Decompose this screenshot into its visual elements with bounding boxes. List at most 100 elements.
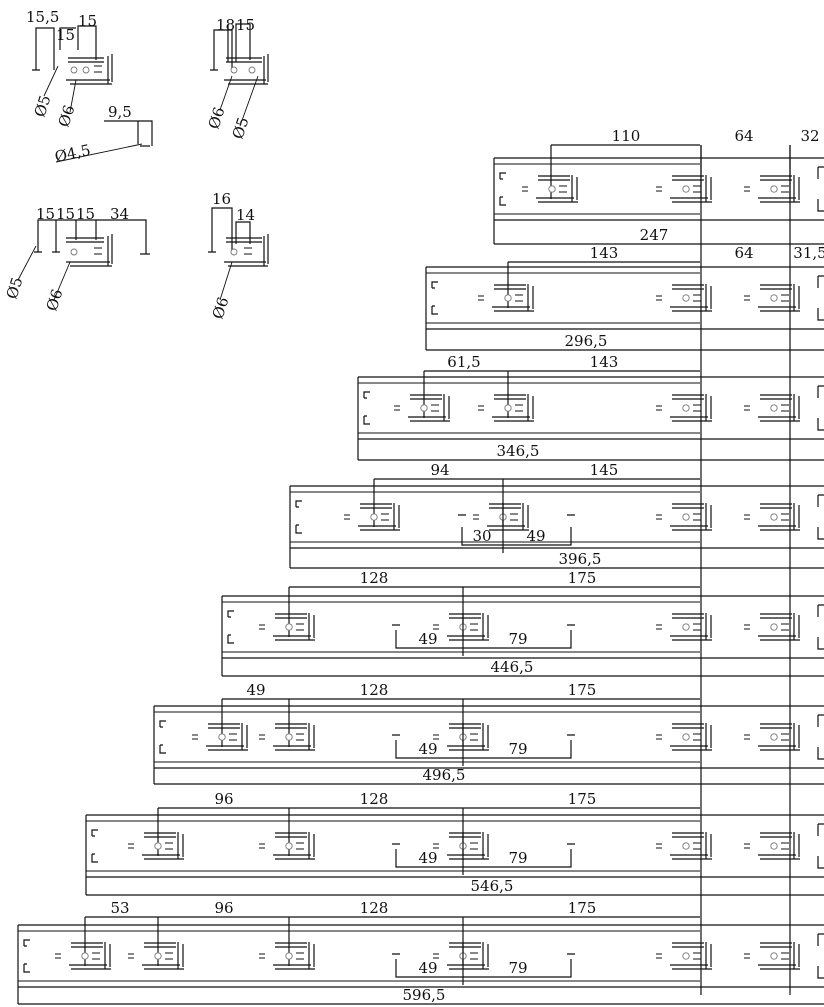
top-dim-label: 96: [214, 790, 233, 808]
end-cap: [159, 720, 166, 754]
rail-outline: [289, 485, 824, 568]
slot-mark: [470, 623, 478, 631]
rail-outline: [425, 266, 824, 350]
end-cap: [363, 391, 370, 425]
top-dim-label: 64: [734, 127, 753, 145]
slot-bracket: [206, 723, 248, 751]
inner-dim-line: [461, 503, 572, 553]
slot-lead: [656, 624, 662, 630]
detail-a-dia-2: Ø6: [55, 103, 79, 129]
hole: [682, 842, 690, 850]
slot-mark: [693, 623, 701, 631]
top-dim-label: 96: [214, 899, 233, 917]
end-box: [817, 275, 824, 321]
inner-dim-label: 79: [508, 740, 527, 758]
inner-dim-label: 79: [508, 959, 527, 977]
rail-inner-edge: [222, 601, 700, 653]
end-box: [817, 933, 824, 979]
slot-lead: [259, 624, 265, 630]
inner-dim-label: 79: [508, 630, 527, 648]
rail-outline: [85, 814, 824, 895]
end-cap: [295, 500, 302, 534]
slot-mark: [693, 733, 701, 741]
slot-mark: [693, 513, 701, 521]
slot-mark: [515, 404, 523, 412]
slot-bracket: [758, 723, 800, 751]
slot-bracket: [447, 613, 489, 641]
hole: [218, 733, 226, 741]
top-dim-label: 143: [590, 244, 619, 262]
detail-b-dim-1: 18: [216, 16, 235, 34]
end-cap: [91, 829, 98, 863]
hole: [682, 623, 690, 631]
slot-mark: [381, 513, 389, 521]
slot-lead: [344, 514, 350, 520]
hole: [682, 513, 690, 521]
detail-c-dim-1: 9,5: [108, 103, 132, 121]
slot-bracket: [447, 832, 489, 860]
slot-mark: [693, 185, 701, 193]
slot-lead: [128, 843, 134, 849]
detail-b-dia-2: Ø5: [229, 115, 253, 141]
slot-bracket: [447, 942, 489, 970]
top-dim-label: 128: [360, 899, 389, 917]
slot-bracket: [142, 942, 184, 970]
hole: [770, 294, 778, 302]
top-dim-label: 128: [360, 790, 389, 808]
detail-b-dim-2: 15: [236, 16, 255, 34]
slot-lead: [478, 405, 484, 411]
end-cap: [23, 939, 30, 973]
end-box: [817, 604, 824, 650]
slot-lead: [656, 843, 662, 849]
slot-bracket: [273, 723, 315, 751]
detail-a-dia-1: Ø5: [31, 93, 55, 119]
rail-outline: [153, 705, 824, 784]
hole: [285, 623, 293, 631]
top-dim-label: 175: [568, 790, 597, 808]
length-label: 496,5: [423, 766, 466, 784]
slot-lead: [478, 295, 484, 301]
slot-bracket: [670, 942, 712, 970]
slot-mark: [296, 952, 304, 960]
hole: [285, 733, 293, 741]
detail-e-dim-2: 14: [236, 206, 255, 224]
reference-lines: [700, 145, 791, 995]
slot-mark: [781, 404, 789, 412]
slot-bracket: [758, 942, 800, 970]
hole: [770, 952, 778, 960]
hole: [770, 185, 778, 193]
slot-lead: [128, 953, 134, 959]
length-label: 296,5: [565, 332, 608, 350]
top-dim-label: 32: [800, 127, 819, 145]
length-label: 596,5: [403, 986, 446, 1004]
rail-inner-edge: [426, 272, 700, 324]
slot-mark: [229, 733, 237, 741]
rail-inner-edge: [18, 930, 700, 982]
slot-mark: [559, 185, 567, 193]
detail-a-dim-2: 15: [56, 26, 75, 44]
slot-bracket: [758, 394, 800, 422]
slot-lead: [259, 843, 265, 849]
hole: [682, 952, 690, 960]
slot-mark: [693, 404, 701, 412]
inner-dim-line: [395, 723, 572, 766]
hole: [370, 513, 378, 521]
slot-mark: [781, 952, 789, 960]
top-dim-label: 175: [568, 899, 597, 917]
slot-bracket: [758, 175, 800, 203]
slot-mark: [781, 294, 789, 302]
slot-bracket: [670, 832, 712, 860]
rail-outline: [493, 157, 824, 244]
hole: [504, 404, 512, 412]
hole: [770, 404, 778, 412]
detail-b: 18 15 Ø6 Ø5: [205, 16, 269, 141]
slot-mark: [515, 294, 523, 302]
slot-bracket: [273, 832, 315, 860]
top-dim-label: 128: [360, 681, 389, 699]
slot-bracket: [758, 832, 800, 860]
slot-lead: [744, 405, 750, 411]
rail-inner-edge: [154, 711, 700, 763]
slot-bracket: [758, 613, 800, 641]
